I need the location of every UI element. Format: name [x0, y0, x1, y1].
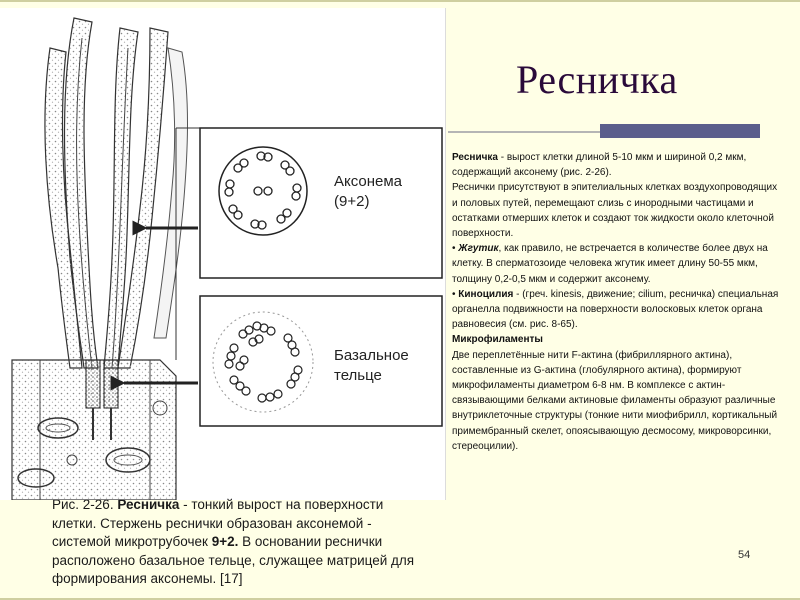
caption-term: Ресничка — [117, 497, 180, 512]
mitochondrion — [37, 417, 79, 439]
label-axoneme-formula: (9+2) — [334, 193, 369, 210]
label-basal-body-2: тельце — [334, 367, 382, 384]
cilium-shaft — [153, 47, 188, 339]
mitochondrion — [105, 447, 151, 473]
axoneme-line — [76, 37, 93, 369]
term-kinocilium: Киноцилия — [458, 288, 514, 300]
paragraph-text: Реснички присутствуют в эпителиальных кл… — [452, 182, 778, 240]
paragraph-text: - вырост клетки длиной 5-10 мкм и ширино… — [452, 152, 747, 179]
axoneme-inset-box — [199, 127, 443, 279]
paragraph-kinocilium: • Киноцилия - (греч. kinesis, движение; … — [452, 287, 782, 333]
vesicle — [152, 400, 168, 416]
basal-body-cross-section — [212, 311, 314, 413]
caption-formula: 9+2. — [211, 534, 239, 549]
paragraph-location: Реснички присутствуют в эпителиальных кл… — [452, 180, 782, 241]
mitochondrion-crista — [45, 423, 71, 433]
figure-caption: Рис. 2-26. Ресничка - тонкий вырост на п… — [52, 496, 422, 589]
caption-prefix: Рис. 2-26. — [52, 497, 118, 512]
mitochondrion — [17, 468, 55, 488]
axoneme-cross-section — [218, 146, 308, 236]
paragraph-text: Две переплетённые нити F-актина (фибрилл… — [452, 349, 778, 452]
caption-text: - тонкий вырост на поверхности клетки. С… — [52, 497, 384, 549]
basal-body — [103, 359, 119, 409]
term-cilium: Ресничка — [452, 152, 498, 163]
caption-text: В основании реснички расположено базальн… — [52, 534, 415, 586]
slide-title: Ресничка — [516, 57, 678, 102]
label-axoneme: Аксонема — [334, 173, 403, 190]
heading-text: Микрофиламенты — [452, 334, 543, 346]
bullet: • — [452, 288, 456, 300]
paragraph-microfilaments: Две переплетённые нити F-актина (фибрилл… — [452, 348, 782, 454]
body-text: Ресничка - вырост клетки длиной 5-10 мкм… — [452, 150, 782, 454]
basal-body — [85, 359, 101, 409]
title-accent-bar — [600, 124, 760, 138]
paragraph-flagellum: • Жгутик, как правило, не встречается в … — [452, 241, 782, 287]
bullet: • — [452, 243, 456, 255]
cilium-figure: Аксонема (9+2) Базальное тельце — [0, 8, 446, 500]
paragraph-text: - (греч. kinesis, движение; cilium, ресн… — [452, 288, 779, 331]
term-flagellum: Жгутик — [458, 243, 499, 255]
top-border — [0, 0, 800, 2]
label-basal-body: Базальное — [334, 347, 409, 364]
paragraph-cilium: Ресничка - вырост клетки длиной 5-10 мкм… — [452, 150, 782, 180]
heading-microfilaments: Микрофиламенты — [452, 332, 782, 347]
vesicle — [66, 454, 78, 466]
bottom-border — [0, 598, 800, 600]
slide-number: 54 — [738, 549, 751, 561]
paragraph-text: , как правило, не встречается в количест… — [452, 243, 768, 285]
cilium-illustration: Аксонема (9+2) Базальное тельце — [11, 17, 443, 500]
mitochondrion-crista — [113, 454, 143, 466]
axoneme-line — [111, 47, 129, 369]
